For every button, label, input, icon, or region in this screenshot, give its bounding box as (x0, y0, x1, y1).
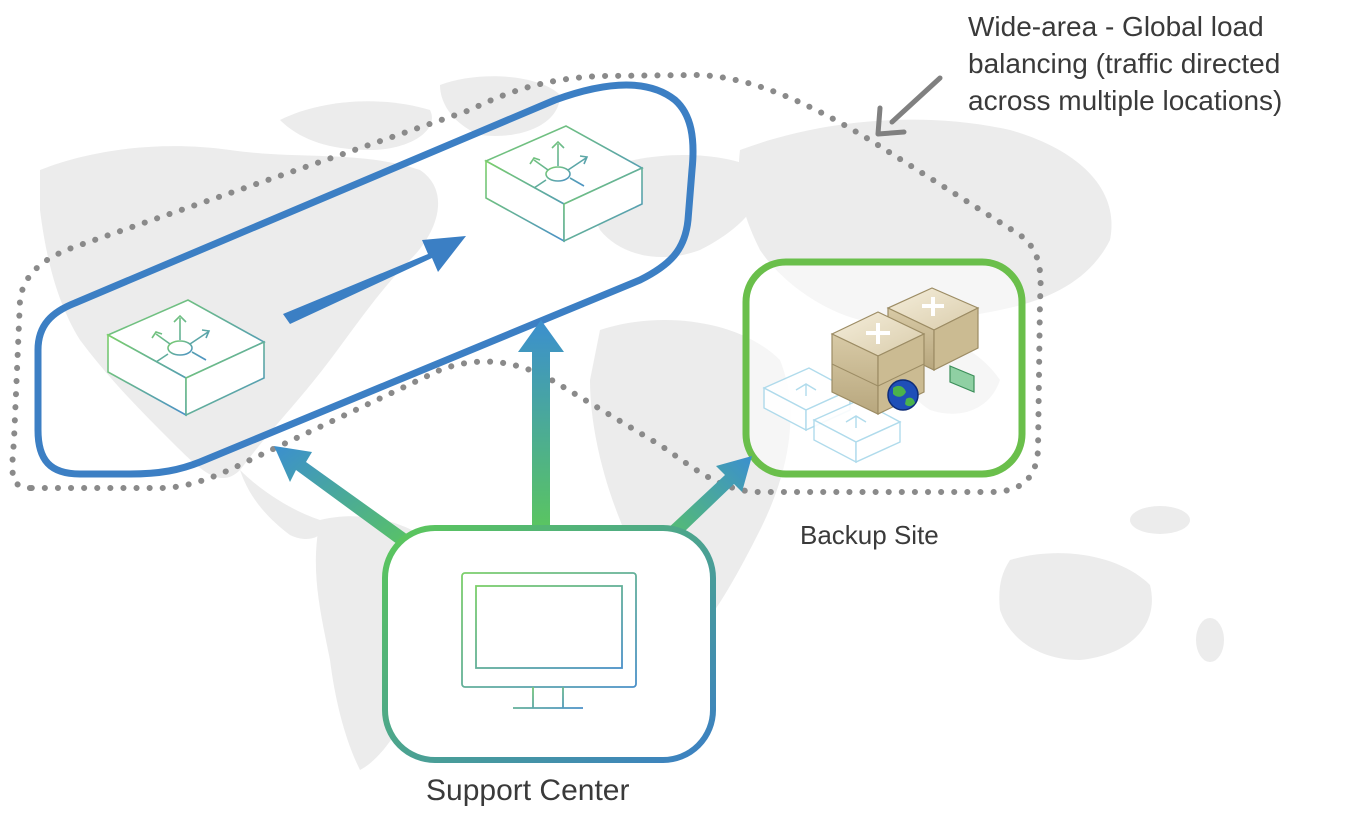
router-left-icon (106, 299, 266, 417)
support-center-outline (382, 525, 716, 763)
globe-icon (887, 379, 919, 411)
support-arrow-to-primary (274, 446, 422, 555)
wide-area-annotation: Wide-area - Global load balancing (traff… (968, 8, 1360, 119)
backup-switch-icon (762, 367, 852, 432)
wide-area-boundary (9, 71, 1044, 495)
annotation-line-1: Wide-area - Global load (968, 11, 1264, 42)
backup-site-label: Backup Site (800, 520, 939, 550)
primary-region-outline (34, 81, 697, 478)
support-center-label: Support Center (426, 774, 630, 807)
annotation-pointer-arrow (875, 75, 943, 137)
support-arrow-to-center (518, 320, 564, 540)
annotation-line-3: across multiple locations) (968, 85, 1283, 116)
router-right-icon (484, 125, 644, 243)
annotation-line-2: balancing (traffic directed (968, 48, 1281, 79)
primary-traffic-arrow (283, 236, 466, 324)
monitor-icon (461, 572, 637, 709)
